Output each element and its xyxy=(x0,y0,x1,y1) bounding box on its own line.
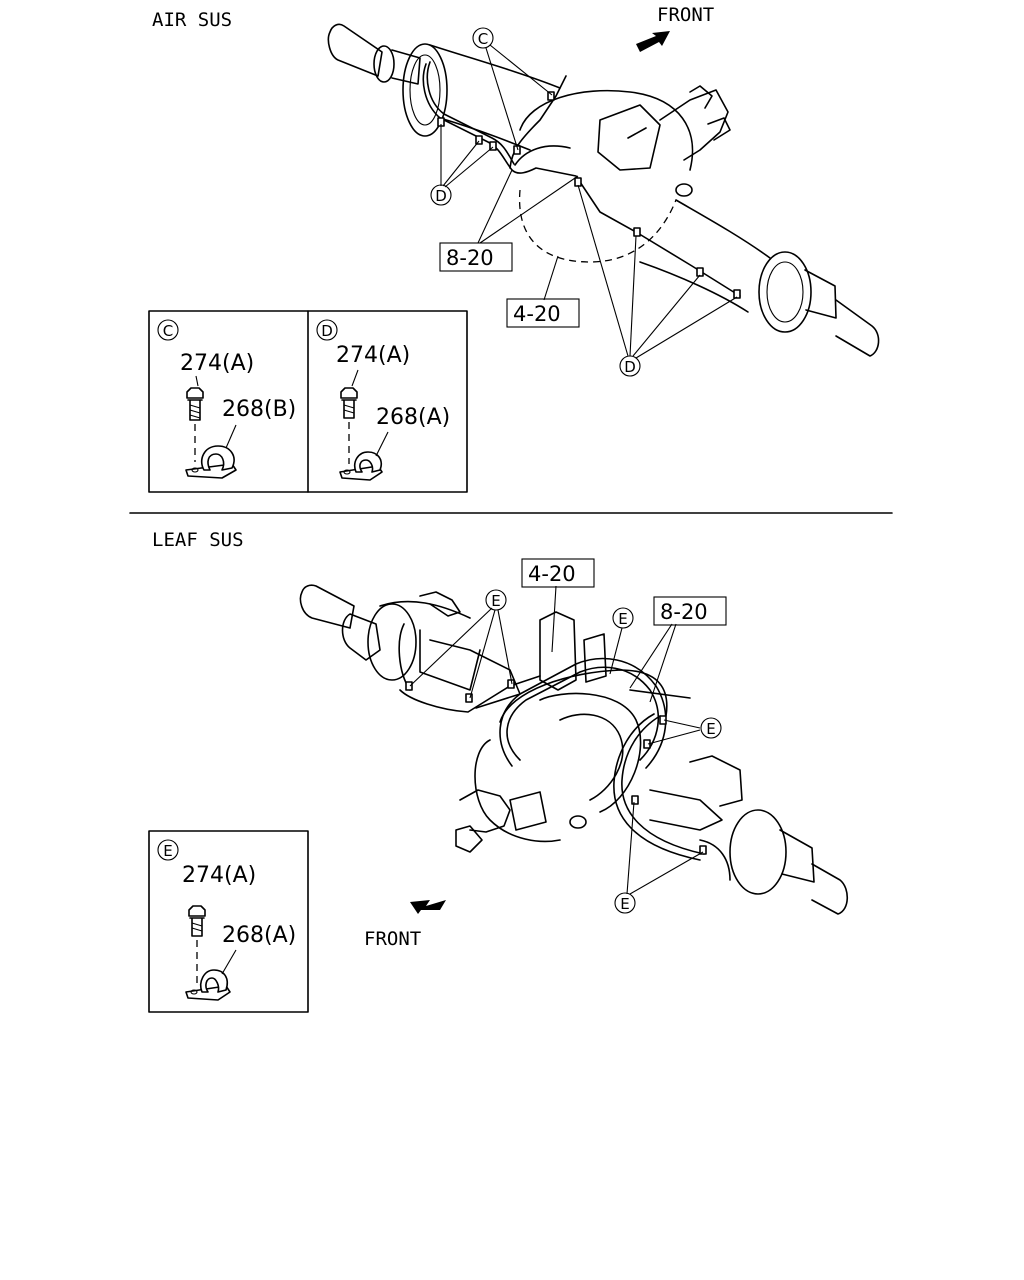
svg-text:E: E xyxy=(706,720,715,738)
detail-e-clip-label: 268(A) xyxy=(222,923,296,948)
svg-text:4-20: 4-20 xyxy=(513,302,561,326)
svg-text:E: E xyxy=(620,895,629,913)
air-ref-4-20: 4-20 xyxy=(506,298,580,328)
leaf-front-arrow-icon xyxy=(410,900,446,914)
clip-a-icon xyxy=(185,949,237,1001)
bolt-icon xyxy=(188,905,206,986)
svg-text:E: E xyxy=(491,592,500,610)
detail-d-letter: D xyxy=(321,322,333,340)
leaf-callout-e-top: E xyxy=(485,589,507,611)
detail-c-clip-label: 268(B) xyxy=(222,397,296,422)
svg-text:D: D xyxy=(435,187,447,205)
svg-text:4-20: 4-20 xyxy=(528,562,576,586)
leaf-axle-drawing xyxy=(299,584,849,915)
detail-box-cd xyxy=(148,310,468,493)
detail-e: E 274(A) 268(A) xyxy=(148,830,309,1013)
leaf-callout-e-bottom: E xyxy=(614,892,636,914)
leaf-ref-4-20: 4-20 xyxy=(521,558,595,588)
air-front-arrow-icon xyxy=(636,31,670,52)
leaf-callout-e-right: E xyxy=(700,717,722,739)
air-callout-d-right: D xyxy=(619,355,641,377)
air-sus-title: AIR SUS xyxy=(152,9,232,31)
bolt-icon xyxy=(186,375,204,462)
air-callout-c: C xyxy=(472,27,494,49)
svg-text:8-20: 8-20 xyxy=(446,246,494,270)
svg-text:E: E xyxy=(618,610,627,628)
leaf-leader-lines xyxy=(409,585,704,895)
clip-b-icon xyxy=(185,424,237,479)
clip-a-icon xyxy=(339,431,389,481)
svg-text:8-20: 8-20 xyxy=(660,600,708,624)
leaf-front-label: FRONT xyxy=(364,928,421,950)
detail-e-bolt-label: 274(A) xyxy=(182,863,256,888)
leaf-callout-e-center: E xyxy=(612,607,634,629)
detail-e-letter: E xyxy=(163,842,172,860)
detail-c-bolt-label: 274(A) xyxy=(180,351,254,376)
detail-d-clip-label: 268(A) xyxy=(376,405,450,430)
detail-c: C 274(A) 268(B) xyxy=(157,319,296,479)
detail-d: D 274(A) 268(A) xyxy=(316,319,450,481)
air-axle-drawing xyxy=(327,23,880,357)
detail-c-letter: C xyxy=(163,322,173,340)
air-front-label: FRONT xyxy=(657,4,714,26)
svg-text:C: C xyxy=(478,30,488,48)
svg-text:D: D xyxy=(624,358,636,376)
air-ref-8-20: 8-20 xyxy=(439,242,513,272)
leaf-sus-title: LEAF SUS xyxy=(152,529,244,551)
air-leader-lines xyxy=(440,44,738,359)
detail-d-bolt-label: 274(A) xyxy=(336,343,410,368)
leaf-ref-8-20: 8-20 xyxy=(653,596,727,626)
air-callout-d-left: D xyxy=(430,184,452,206)
bolt-icon xyxy=(340,369,359,464)
